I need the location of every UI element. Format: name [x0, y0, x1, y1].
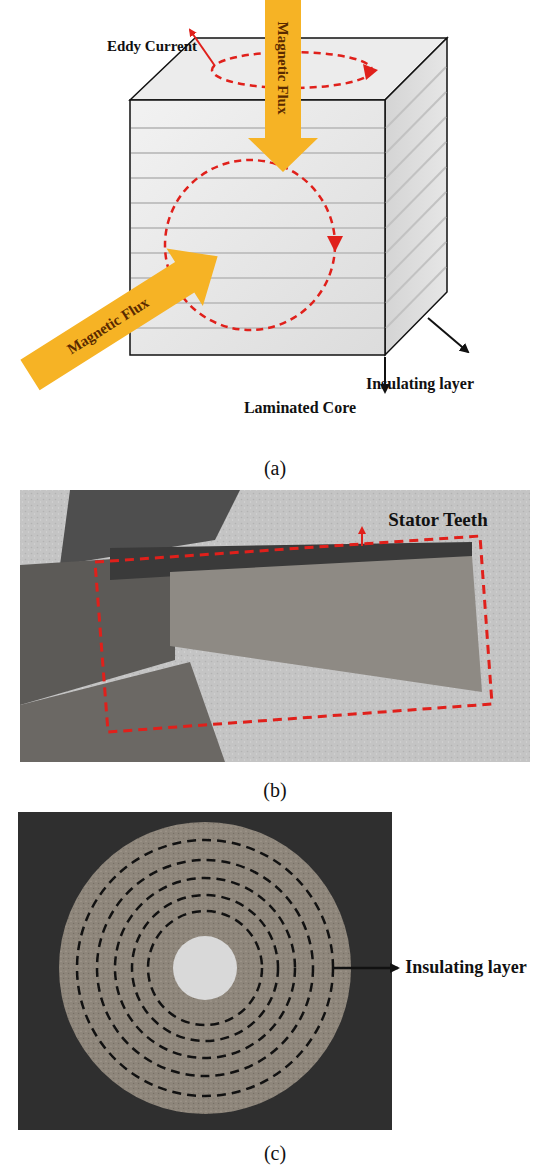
lamination-line	[386, 267, 446, 328]
panel-caption: (c)	[264, 1142, 286, 1164]
lamination-line	[386, 192, 446, 253]
lamination-line	[386, 167, 446, 228]
dashed-ring	[132, 895, 278, 1041]
part-label: Insulating layer	[405, 958, 527, 978]
core-disk	[59, 822, 351, 1114]
part-label: Laminated Core	[244, 399, 356, 417]
lamination-line	[131, 127, 384, 129]
lamination-line	[131, 177, 384, 179]
eddy-current-label: Eddy Current	[107, 38, 197, 55]
lamination-line	[131, 227, 384, 229]
dashed-ring	[148, 911, 262, 1025]
leader-line	[361, 528, 363, 546]
flux-arrow	[12, 228, 236, 404]
dashed-ring	[115, 878, 295, 1058]
lamination-line	[386, 92, 446, 153]
lamination-line	[386, 242, 446, 303]
flux-label: Magnetic Flux	[275, 22, 292, 115]
stator-lower-tooth	[20, 662, 225, 762]
photo-background	[18, 812, 392, 1130]
part-label: Stator Teeth	[388, 510, 487, 531]
eddy-arrowhead	[327, 236, 343, 252]
lamination-line	[386, 217, 446, 278]
photo-background	[20, 490, 530, 762]
stator-tooth	[170, 556, 482, 692]
dashed-ring	[97, 860, 313, 1076]
eddy-arrowhead	[363, 64, 378, 80]
center-hole	[173, 936, 237, 1000]
panel-caption: (a)	[264, 457, 286, 479]
lamination-line	[131, 152, 384, 154]
highlight-box	[95, 536, 492, 732]
lamination-line	[386, 67, 446, 128]
leader-line	[333, 967, 398, 970]
panel-caption: (b)	[263, 779, 286, 801]
eddy-current-loop	[165, 160, 335, 330]
leader-line	[428, 318, 468, 352]
cube-right-face	[385, 38, 447, 355]
flux-arrow	[248, 0, 318, 172]
insulating-layer-rings	[77, 840, 333, 1096]
flux-arrow-group	[12, 228, 236, 404]
lamination-line	[386, 142, 446, 203]
part-label: Insulating layer	[366, 375, 474, 393]
lamination-line	[131, 202, 384, 204]
lamination-line	[386, 117, 446, 178]
dashed-ring	[77, 840, 333, 1096]
